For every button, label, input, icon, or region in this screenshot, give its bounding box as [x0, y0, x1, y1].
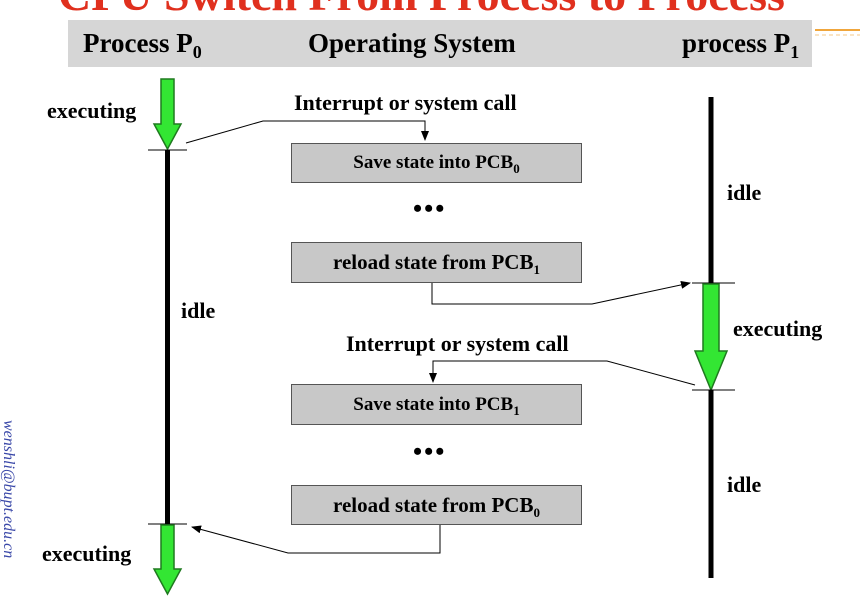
p0-executing-arrow-top — [152, 78, 183, 151]
header-operating-system: Operating System — [308, 28, 516, 58]
label-executing-bottom-left: executing — [42, 541, 132, 566]
p0-executing-arrow-bottom — [152, 524, 183, 596]
slide-title: CPU Switch From Process to Process — [58, 0, 818, 20]
box-reload-state-pcb1: reload state from PCB1 — [291, 242, 582, 283]
box-reload-state-pcb0: reload state from PCB0 — [291, 485, 582, 525]
box-save-state-pcb0: Save state into PCB0 — [291, 143, 582, 183]
label-interrupt-mid: Interrupt or system call — [346, 331, 569, 356]
connector-p1-to-interrupt — [429, 360, 696, 386]
label-executing-right: executing — [733, 316, 823, 341]
header-bar — [68, 20, 812, 67]
label-idle-left: idle — [181, 298, 216, 323]
ellipsis-bottom: ••• — [413, 437, 447, 466]
header-process-p1: process P1 — [682, 28, 800, 62]
box-save-state-pcb1: Save state into PCB1 — [291, 384, 582, 425]
label-idle-right-bottom: idle — [727, 472, 762, 497]
header-process-p0: Process P0 — [83, 28, 202, 62]
corner-decoration — [815, 29, 860, 36]
connector-reload-to-p0 — [191, 525, 441, 554]
connector-p0-to-interrupt — [185, 120, 429, 144]
label-interrupt-top: Interrupt or system call — [294, 90, 517, 115]
label-idle-right-top: idle — [727, 180, 762, 205]
side-watermark-text: wenshli@bupt.edu.cn — [0, 420, 17, 559]
connector-reload-to-p1 — [431, 280, 691, 305]
p1-executing-arrow — [693, 283, 729, 392]
label-executing-top-left: executing — [47, 98, 137, 123]
ellipsis-top: ••• — [413, 194, 447, 223]
